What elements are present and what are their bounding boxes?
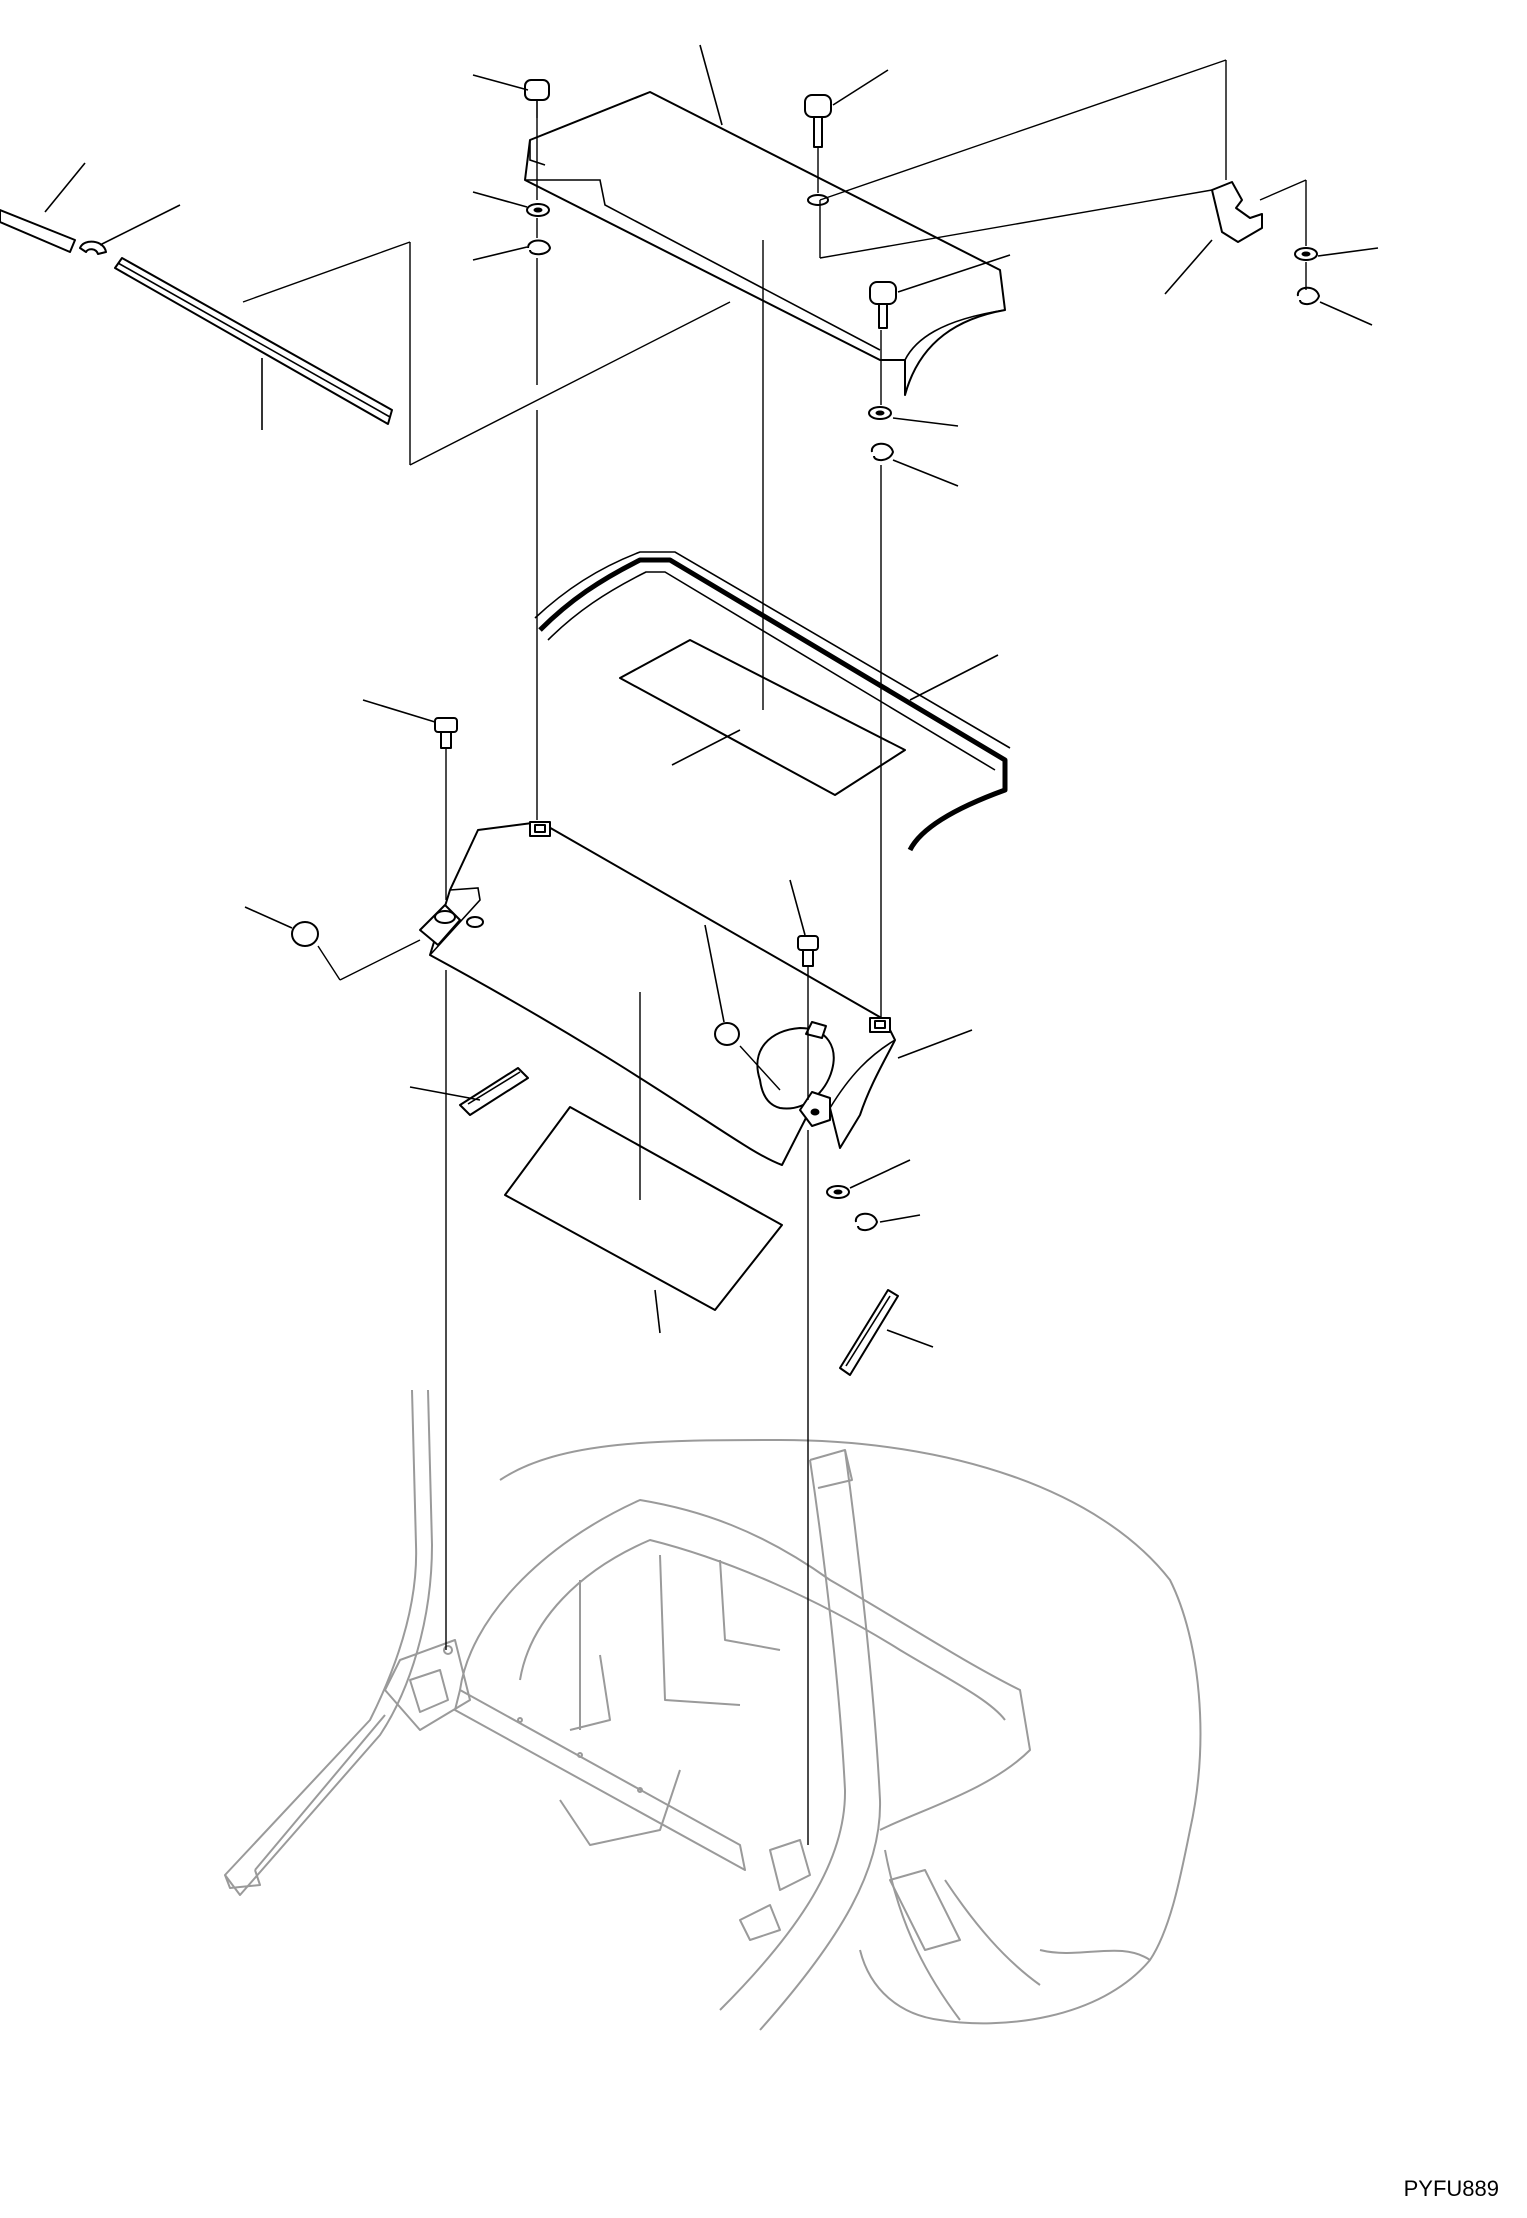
panel-hole-left: [434, 910, 484, 928]
washer-lower: [826, 1185, 850, 1199]
plug-left: [291, 921, 319, 947]
panel-bolt-center: [797, 935, 819, 967]
alignment-lines: [242, 59, 1307, 1845]
clip-right-top: [870, 442, 894, 462]
vehicle-side-step: [889, 1869, 961, 1951]
vehicle-frame-right-pillar: [719, 1449, 882, 2031]
knob-center-top: [804, 94, 832, 148]
vehicle-body-shell: [499, 1439, 1202, 2025]
rod-clip: [79, 240, 107, 255]
lamp-housing: [756, 1021, 835, 1110]
washer-hook: [1294, 247, 1318, 261]
weatherstrip-seal: [534, 551, 1011, 852]
lower-pad-sheet: [504, 1106, 783, 1311]
vehicle-crossbar: [454, 1689, 746, 1871]
vehicle-seat-cavity: [459, 1499, 1031, 1831]
panel-bolt-left: [434, 717, 458, 749]
leader-lines: [44, 44, 1379, 1348]
mount-square-left: [529, 821, 551, 837]
knob-right-top: [869, 281, 897, 329]
washer-right-top: [868, 406, 892, 420]
clip-hook: [1296, 286, 1320, 306]
diagram-code: PYFU889: [1403, 2176, 1499, 2201]
bracket-socket: [799, 1091, 831, 1127]
vehicle-lower-bracket: [739, 1839, 811, 1941]
vehicle-frame-left-pillar: [224, 1389, 433, 1896]
strip-right: [839, 1289, 899, 1376]
upper-pad-sheet: [619, 639, 906, 796]
vehicle-seat-back: [559, 1654, 681, 1846]
mount-square-right: [869, 1017, 891, 1033]
clip-lower: [854, 1212, 878, 1232]
knob-left-top: [524, 79, 550, 118]
strip-left: [459, 1067, 529, 1116]
top-cover-panel: [524, 91, 1006, 396]
plug-center: [714, 1022, 740, 1046]
washer-center-top: [807, 194, 829, 206]
hook-bracket: [1211, 181, 1263, 243]
clip-left-top: [527, 239, 551, 256]
long-rod: [114, 257, 393, 425]
rod-end-cap: [0, 209, 76, 253]
washer-left-top: [526, 203, 550, 217]
